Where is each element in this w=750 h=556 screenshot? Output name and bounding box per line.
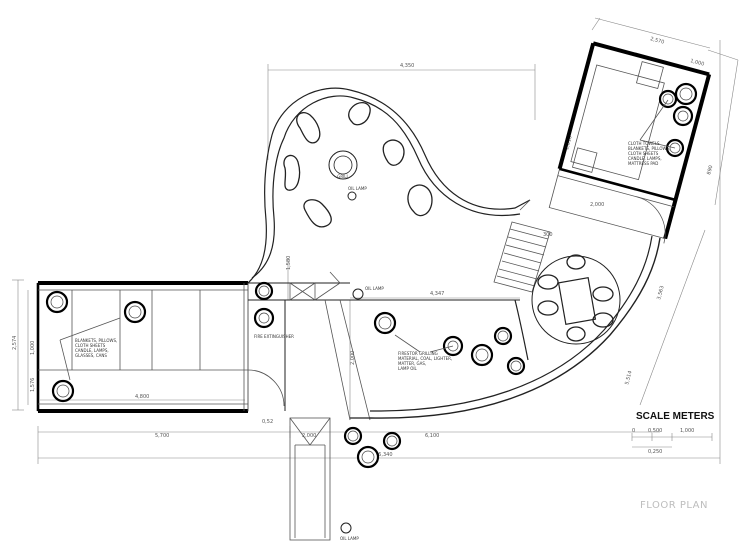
oil-lamps: OIL LAMP OIL LAMP OIL LAMP FIRE EXTINGUI… xyxy=(254,186,384,541)
tree xyxy=(493,326,513,346)
right-room-note-2: BLANKETS, PILLOWS, xyxy=(628,146,670,151)
right-room-note-4: CANDLE, LAMPS, xyxy=(628,156,662,161)
grill-label: GRILL xyxy=(337,174,349,179)
dim-right-diag-b: 5,514 xyxy=(624,370,634,385)
center-note-2: MATERIAL, COAL, LIGHTER, xyxy=(398,356,452,361)
dim-left-sub-b: 1,576 xyxy=(30,378,36,392)
center-note-4: LAMP OIL xyxy=(398,366,418,371)
tree xyxy=(382,431,402,451)
dining-table xyxy=(531,254,621,345)
dim-right-diag-a: 3,563 xyxy=(656,285,666,300)
dim-mid-b: 4,347 xyxy=(430,291,444,297)
dim-top-right-sub: 1,000 xyxy=(689,58,704,68)
dimension-lines xyxy=(12,17,739,464)
dim-bottom-overall: 16,340 xyxy=(375,452,393,458)
dim-mid-c: 2,000 xyxy=(350,351,356,365)
center-note-1: FIRESTOR GRILLING xyxy=(398,351,438,356)
oil-lamp-mid-label: OIL LAMP xyxy=(365,286,384,291)
dim-bottom-right: 6,100 xyxy=(425,433,439,439)
right-room-note-3: CLOTH SHEETS xyxy=(628,151,659,156)
oil-lamp-bottom-label: OIL LAMP xyxy=(340,536,359,541)
tree xyxy=(658,89,678,109)
entry-corridor xyxy=(248,271,520,541)
right-room-note-1: CLOTH TOWELS xyxy=(628,141,660,146)
tree xyxy=(45,290,69,314)
dim-right-room-b: 2,010 xyxy=(564,135,574,150)
lounge-seating: GRILL xyxy=(283,102,433,228)
left-room-note-3: CANDLE, LAMPS, xyxy=(75,348,109,353)
tree xyxy=(672,105,694,127)
room-annotations: BLANKETS, PILLOWS, CLOTH SHEETS CANDLE, … xyxy=(75,99,676,371)
dim-left-height: 2,574 xyxy=(12,336,18,350)
tree xyxy=(254,281,274,301)
dim-top-right-room: 2,570 xyxy=(649,36,664,46)
scale-tick-3: 0,250 xyxy=(648,449,662,455)
left-room xyxy=(36,281,285,413)
dim-right-room-c: 300 xyxy=(543,232,553,238)
tree xyxy=(470,343,494,367)
scale-tick-2: 1,000 xyxy=(680,428,694,434)
tree xyxy=(253,307,275,329)
center-note-3: MATTER, GAS, xyxy=(398,361,426,366)
dim-mid-a: 1,580 xyxy=(286,256,292,270)
tree xyxy=(343,426,363,446)
scale-label: SCALE METERS xyxy=(636,411,715,422)
dim-right-room-a: 2,000 xyxy=(590,202,604,208)
right-room xyxy=(548,41,712,244)
plan-title: FLOOR PLAN xyxy=(640,500,708,511)
scale-tick-1: 0,500 xyxy=(648,428,662,434)
dim-bottom-left: 5,700 xyxy=(155,433,169,439)
left-room-note-2: CLOTH SHEETS xyxy=(75,343,106,348)
scale-tick-0: 0 xyxy=(632,428,635,434)
trees xyxy=(45,82,698,469)
dimension-labels: 4,350 2,570 1,000 5,700 6,100 16,340 2,5… xyxy=(12,36,714,458)
oil-lamp-top-label: OIL LAMP xyxy=(348,186,367,191)
dim-entry-walk: 2,000 xyxy=(302,433,316,439)
fire-extinguisher-label: FIRE EXTINGUISHER xyxy=(254,334,294,339)
tree xyxy=(674,82,698,106)
tree xyxy=(356,445,380,469)
scale-bar: SCALE METERS 0 0,500 1,000 0,250 xyxy=(631,411,715,455)
stairs xyxy=(493,221,551,293)
dim-right-diag-c: 890 xyxy=(706,165,714,176)
curved-living-space xyxy=(247,87,661,419)
dim-left-width: 4,800 xyxy=(135,394,149,400)
tree xyxy=(123,300,147,324)
right-room-note-5: MATTRESS PAD xyxy=(628,161,658,166)
tree xyxy=(51,379,75,403)
left-room-note-4: GLASSES, CANS xyxy=(75,353,107,358)
dim-entry-step: 0,52 xyxy=(262,419,273,425)
left-room-note-1: BLANKETS, PILLOWS, xyxy=(75,338,117,343)
dim-top-overall: 4,350 xyxy=(400,63,414,69)
tree xyxy=(506,356,526,376)
dim-left-sub-a: 1,000 xyxy=(30,341,36,355)
tree xyxy=(373,311,397,335)
